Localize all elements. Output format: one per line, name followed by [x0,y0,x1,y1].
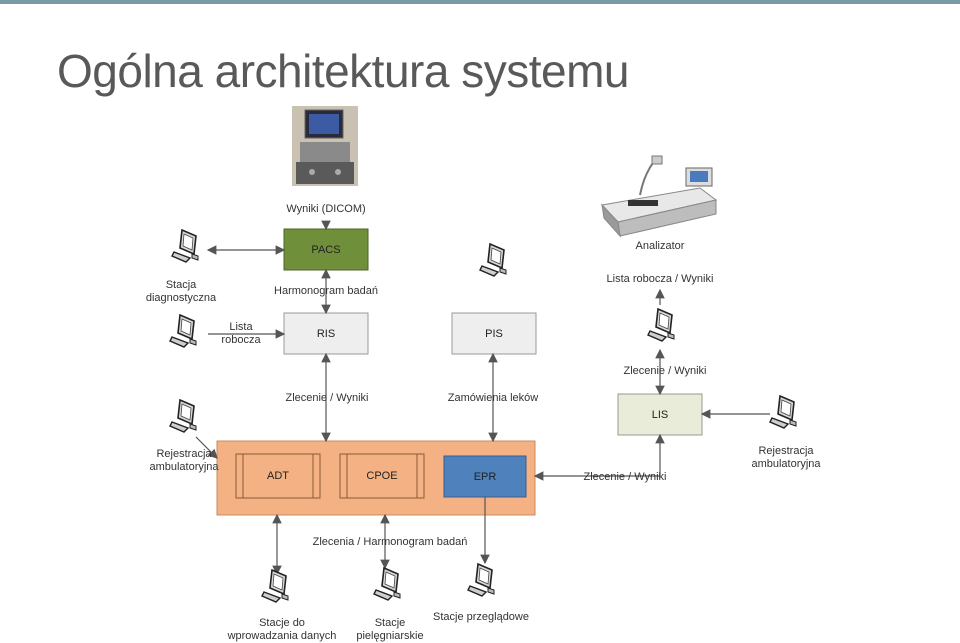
workstation-icon [467,563,495,597]
epr-box[interactable] [443,455,527,498]
adt-label: ADT [267,470,289,482]
zlecenia-harmonogram-label: Zlecenia / Harmonogram badań [312,536,468,548]
lis-box[interactable] [617,393,703,436]
lab-analyzer-image [600,155,718,238]
workstation-icon [373,567,401,601]
wyniki-dicom-label: Wyniki (DICOM) [286,203,366,215]
stacje-pielegniarskie-label: Stacje pielęgniarskie [356,617,424,642]
pacs-box[interactable] [283,228,369,271]
lis-label: LIS [651,408,669,421]
zlecenie-wyniki-ris-label: Zlecenie / Wyniki [285,392,369,404]
top-accent-bar [0,0,960,4]
workstation-icon [479,243,507,277]
zlecenie-wyniki-epr-label: Zlecenie / Wyniki [583,471,667,483]
cpoe-box[interactable] [339,453,425,499]
zlecenie-wyniki-lis-label: Zlecenie / Wyniki [623,365,707,377]
stacje-wprowadzania-label: Stacje do wprowadzania danych [227,617,337,642]
pis-label: PIS [485,327,503,340]
lista-robocza-wyniki-label: Lista robocza / Wyniki [606,273,714,285]
slide-title: Ogólna architektura systemu [57,45,630,97]
harmonogram-badan-label: Harmonogram badań [274,285,378,297]
zamowienia-lekow-label: Zamówienia leków [447,392,539,404]
workstation-icon [769,395,797,429]
epr-label: EPR [473,470,497,483]
pacs-label: PACS [311,243,341,256]
workstation-icon [169,399,197,433]
stacje-przegladowe-label: Stacje przeglądowe [432,611,529,623]
stacja-diagnostyczna-label: Stacja diagnostyczna [145,279,217,304]
rejestracja-ambulatoryjna-right-label: Rejestracja ambulatoryjna [751,445,821,470]
rejestracja-ambulatoryjna-left-label: Rejestracja ambulatoryjna [149,448,219,473]
workstation-icon [169,314,197,348]
pis-box[interactable] [451,312,537,355]
ris-label: RIS [316,327,336,340]
lista-robocza-label: Lista robocza [221,321,261,346]
workstation-icon [647,308,675,342]
analizator-label: Analizator [635,240,685,252]
workstation-icon [171,229,199,263]
ultrasound-device-image [292,106,358,186]
adt-box[interactable] [235,453,321,499]
cpoe-label: CPOE [366,470,398,482]
workstation-icon [261,569,289,603]
